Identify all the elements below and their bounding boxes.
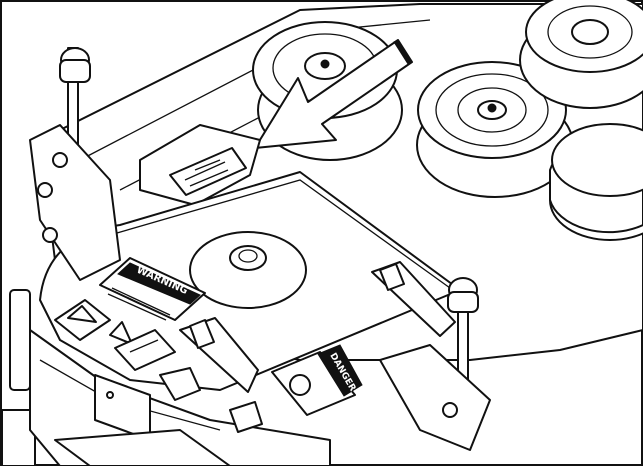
left-edge-rod [1,289,36,466]
manual-read-icon [114,329,176,371]
latch-clip-left [179,317,259,393]
left-lift-rod [29,47,121,281]
warning-triangle-icon [109,321,133,345]
pulley-center [416,61,574,198]
pulley-right-top [519,0,643,109]
cover-knob [189,231,307,309]
belt-direction-arrow-icon [254,39,413,149]
right-lift-rod [379,277,491,451]
hand-hazard-icon [54,299,111,341]
front-skirt [29,329,331,466]
spindle-cover-right [549,123,643,241]
belt-guard-bracket [139,124,261,206]
latch-clip-right [371,261,456,337]
